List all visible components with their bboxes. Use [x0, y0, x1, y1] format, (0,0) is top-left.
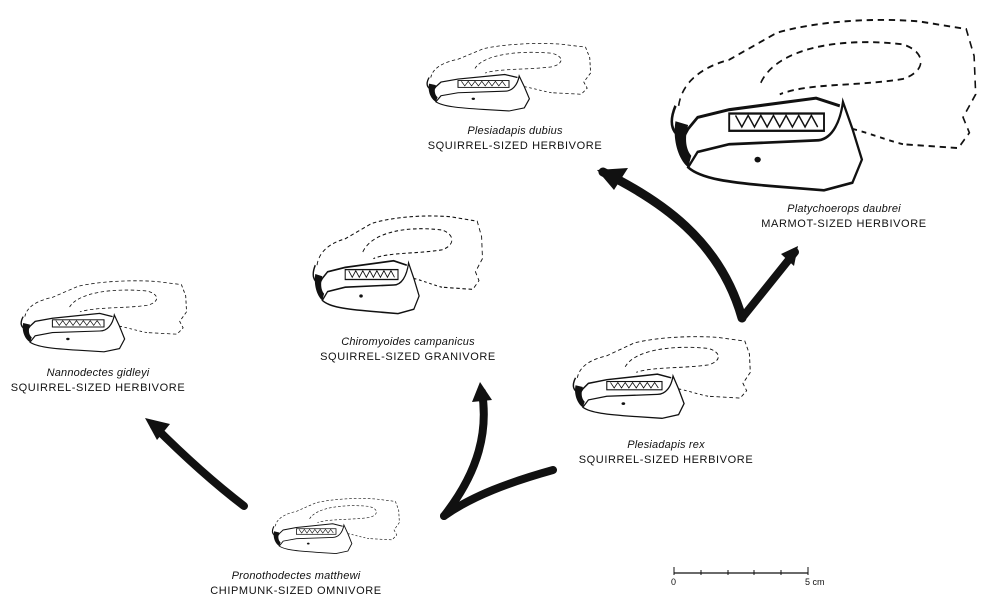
size-diet-description: SQUIRREL-SIZED GRANIVORE — [318, 350, 498, 365]
scale-end-label: 5 cm — [805, 577, 825, 587]
size-diet-description: SQUIRREL-SIZED HERBIVORE — [576, 453, 756, 468]
plesiadapis-rex-skull — [573, 337, 750, 419]
species-name: Plesiadapis dubius — [425, 124, 605, 139]
platychoerops-daubrei-skull — [672, 20, 976, 190]
species-name: Nannodectes gidleyi — [8, 366, 188, 381]
pronothodectes-matthewi-skull — [272, 498, 399, 553]
size-diet-description: MARMOT-SIZED HERBIVORE — [754, 217, 934, 232]
species-name: Platychoerops daubrei — [754, 202, 934, 217]
species-name: Pronothodectes matthewi — [206, 569, 386, 584]
scale-bar — [674, 567, 808, 575]
label-platychoerops-daubrei: Platychoerops daubrei MARMOT-SIZED HERBI… — [754, 202, 934, 232]
chiromyoides-campanicus-skull — [313, 216, 482, 314]
scale-start-label: 0 — [671, 577, 676, 587]
arrowhead-chiromyoides — [472, 382, 492, 402]
label-nannodectes-gidleyi: Nannodectes gidleyi SQUIRREL-SIZED HERBI… — [8, 366, 188, 396]
arrow-platychoerops-to-rex — [742, 252, 795, 318]
label-plesiadapis-rex: Plesiadapis rex SQUIRREL-SIZED HERBIVORE — [576, 438, 756, 468]
label-plesiadapis-dubius: Plesiadapis dubius SQUIRREL-SIZED HERBIV… — [425, 124, 605, 154]
label-pronothodectes-matthewi: Pronothodectes matthewi CHIPMUNK-SIZED O… — [206, 569, 386, 599]
size-diet-description: CHIPMUNK-SIZED OMNIVORE — [206, 584, 386, 599]
arrow-pronothodectes-to-nannodectes — [154, 426, 244, 506]
size-diet-description: SQUIRREL-SIZED HERBIVORE — [8, 381, 188, 396]
size-diet-description: SQUIRREL-SIZED HERBIVORE — [425, 139, 605, 154]
label-chiromyoides-campanicus: Chiromyoides campanicus SQUIRREL-SIZED G… — [318, 335, 498, 365]
species-name: Chiromyoides campanicus — [318, 335, 498, 350]
nannodectes-gidleyi-skull — [21, 281, 186, 352]
plesiadapis-dubius-skull — [427, 44, 590, 111]
arrow-dubius-to-rex — [603, 172, 742, 318]
species-name: Plesiadapis rex — [576, 438, 756, 453]
